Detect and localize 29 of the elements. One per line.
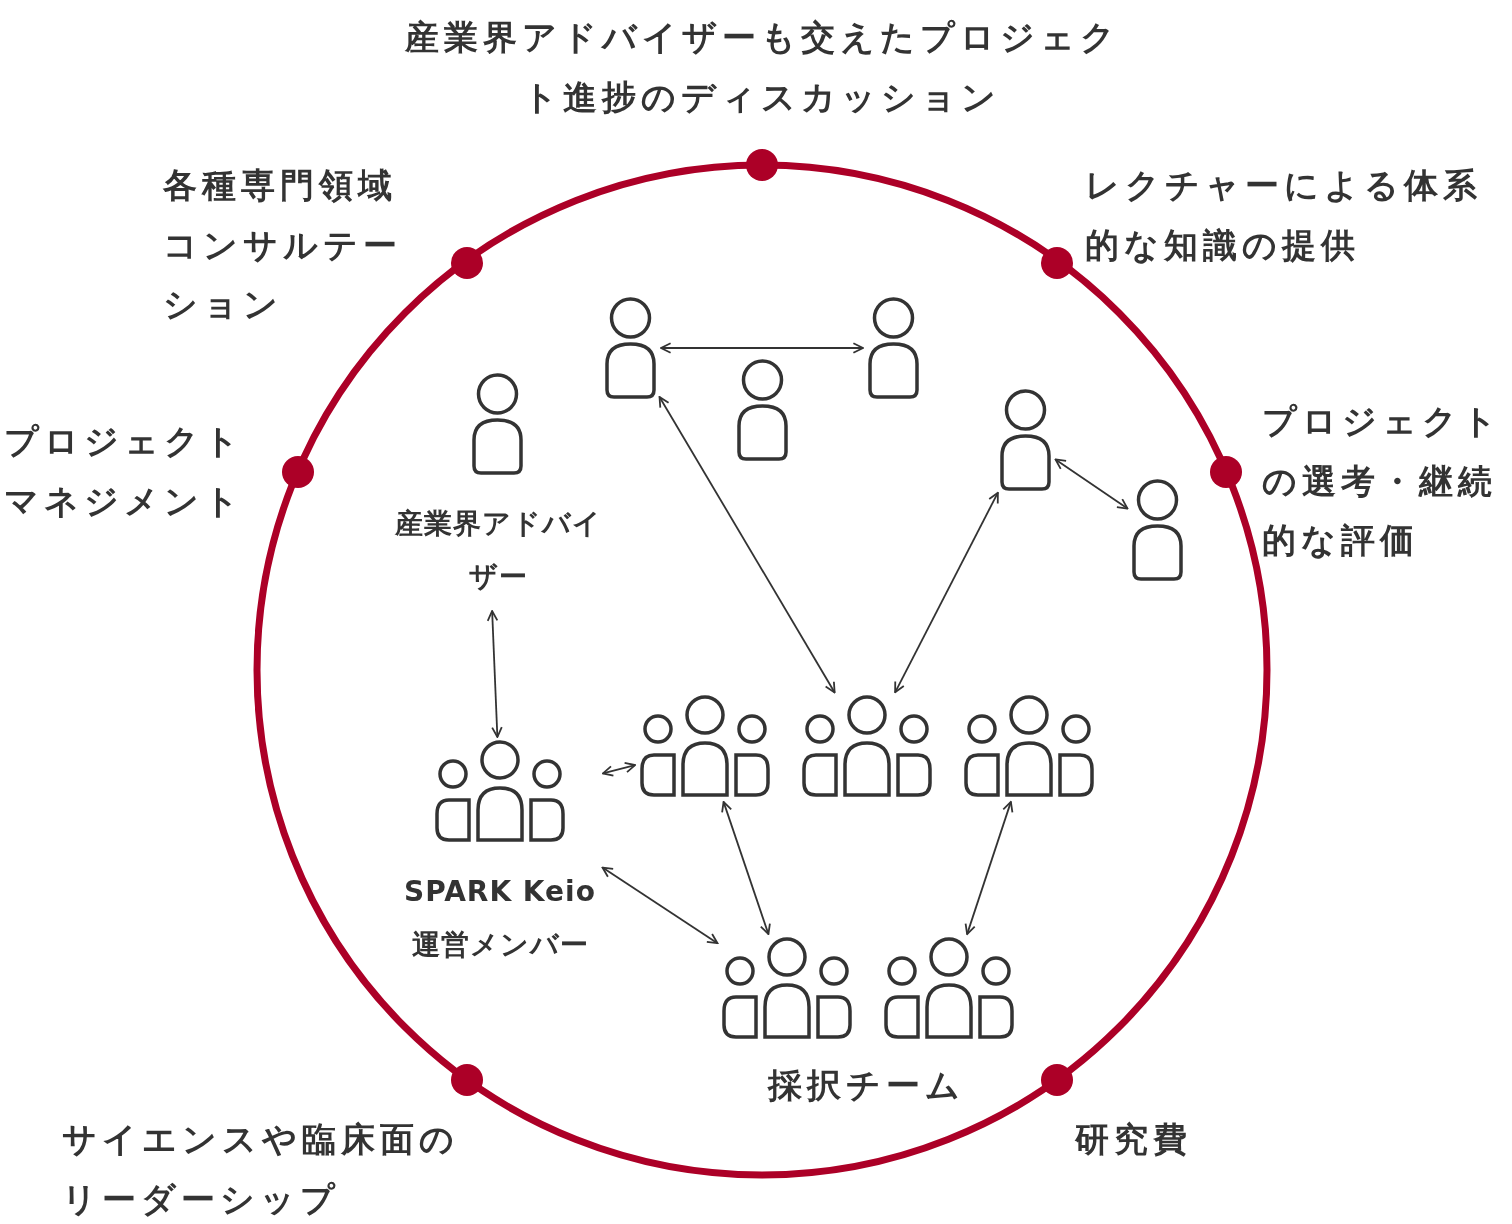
arrow [721,800,771,936]
caption-text: プロジェクトマネジメント [4,420,245,523]
people-icon [882,937,1016,1041]
caption-text: 採択チーム [766,1064,966,1107]
caption-text: 研究費 [1075,1118,1193,1161]
person-icon [603,296,658,400]
caption-text: サイエンスや臨床面のリーダーシップ [62,1118,460,1221]
arrow [660,342,864,354]
arrow [602,761,636,777]
person-icon [735,358,790,462]
arrow [658,396,836,694]
arrow [601,866,719,945]
people-icon [962,695,1096,799]
person-icon [866,296,921,400]
person-icon [998,388,1053,492]
caption-text: 産業界アドバイザーも交えたプロジェクト進捗のディスカッション [403,16,1121,119]
caption-text: プロジェクトの選考・継続的な評価 [1262,400,1503,562]
arrow [964,800,1014,936]
people-icon [720,937,854,1041]
group-label: 産業界アドバイザー [393,506,603,596]
person-icon [1130,478,1185,582]
arrow [486,610,503,738]
group-label: SPARK Keio 運営メンバー [403,874,597,964]
caption-text: 各種専門領域コンサルテーション [163,164,403,326]
caption-text: レクチャーによる体系的な知識の提供 [1085,164,1483,267]
people-icon [800,695,934,799]
people-icon [638,695,772,799]
arrow [894,491,999,694]
arrow [1054,458,1129,510]
